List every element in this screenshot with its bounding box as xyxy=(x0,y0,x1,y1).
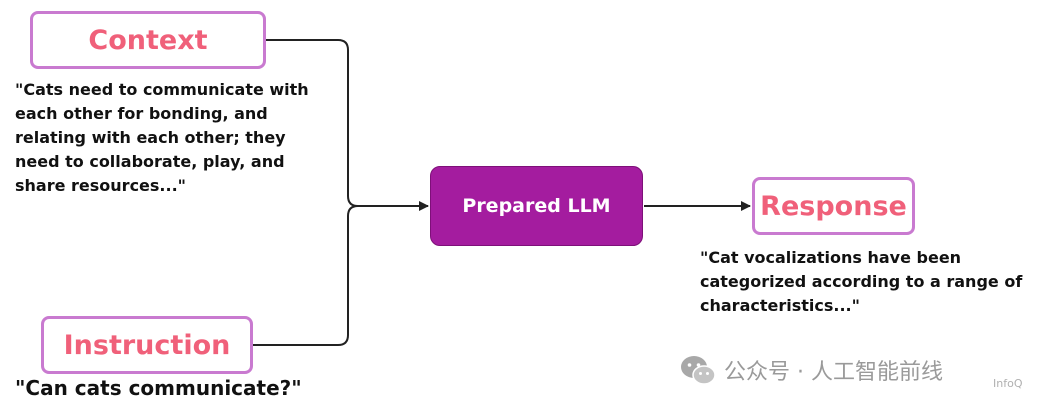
response-quote: "Cat vocalizations have been categorized… xyxy=(700,248,1023,315)
wechat-icon xyxy=(681,356,716,385)
instruction-quote: "Can cats communicate?" xyxy=(15,376,302,400)
watermark-text: 公众号 · 人工智能前线 xyxy=(724,360,943,385)
instruction-node: Instruction xyxy=(41,316,253,374)
response-node: Response xyxy=(752,177,915,235)
context-connector xyxy=(266,39,429,211)
watermark-subtext: InfoQ xyxy=(993,377,1023,390)
instruction-connector xyxy=(253,205,359,346)
prepared-llm-node: Prepared LLM xyxy=(430,166,643,246)
context-quote: "Cats need to communicate with each othe… xyxy=(15,80,309,195)
context-node: Context xyxy=(30,11,266,69)
watermark: 公众号 · 人工智能前线 xyxy=(680,354,943,386)
